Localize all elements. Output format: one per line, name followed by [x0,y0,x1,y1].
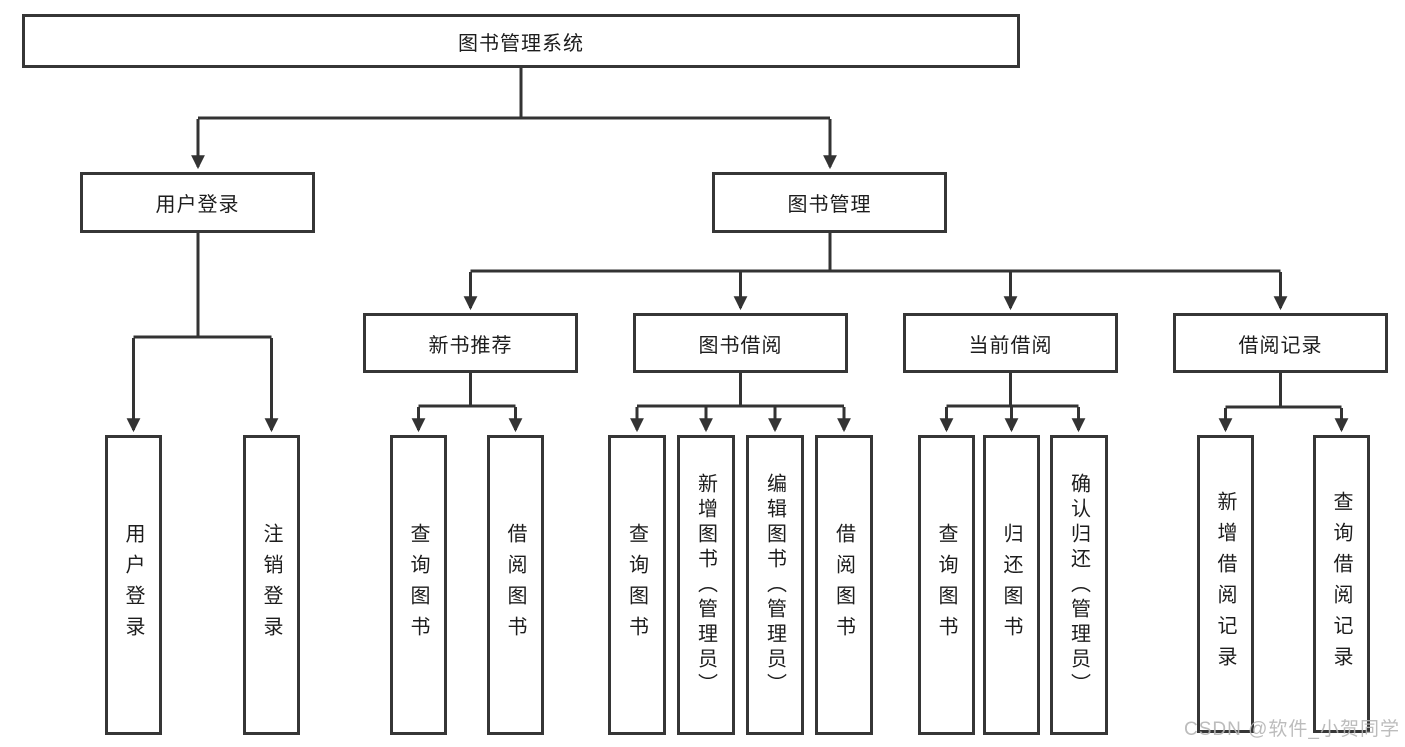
node-leaf-query-books-borrow: 查询图书 [608,435,666,735]
node-leaf-edit-book-admin: 编辑图书（管理员） [746,435,804,735]
node-new-book-recommend: 新书推荐 [363,313,578,373]
node-leaf-query-borrow-record: 查询借阅记录 [1313,435,1370,733]
node-leaf-confirm-return-admin: 确认归还（管理员） [1050,435,1108,735]
node-leaf-user-login: 用户登录 [105,435,162,735]
node-leaf-add-book-admin: 新增图书（管理员） [677,435,735,735]
node-leaf-borrow-books-borrow: 借阅图书 [815,435,873,735]
node-book-borrow: 图书借阅 [633,313,848,373]
node-root: 图书管理系统 [22,14,1020,68]
node-leaf-query-books-current: 查询图书 [918,435,975,735]
node-leaf-logout: 注销登录 [243,435,300,735]
node-leaf-query-books-recommend: 查询图书 [390,435,447,735]
node-leaf-return-book: 归还图书 [983,435,1040,735]
node-leaf-borrow-books-recommend: 借阅图书 [487,435,544,735]
node-book-management: 图书管理 [712,172,947,233]
node-current-borrow: 当前借阅 [903,313,1118,373]
node-borrow-records: 借阅记录 [1173,313,1388,373]
node-leaf-add-borrow-record: 新增借阅记录 [1197,435,1254,733]
node-user-login-branch: 用户登录 [80,172,315,233]
watermark: CSDN @软件_小贺同学 [1184,719,1400,740]
